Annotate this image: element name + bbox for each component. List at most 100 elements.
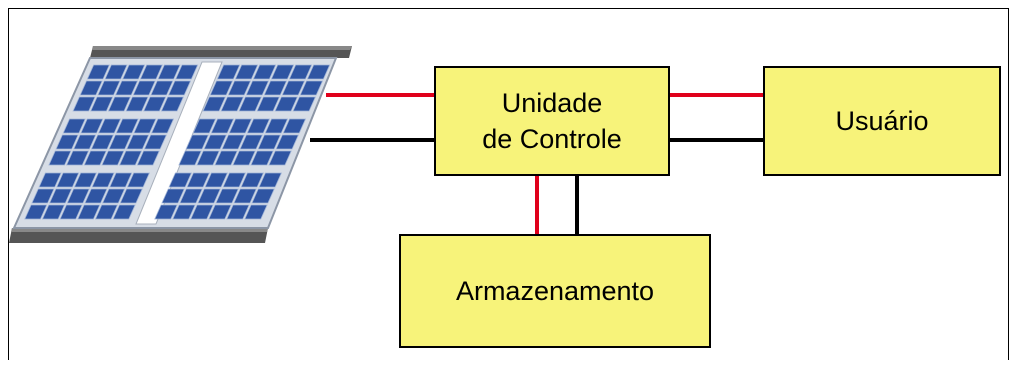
solar-cell xyxy=(258,172,282,188)
solar-cell xyxy=(66,150,90,166)
solar-cell xyxy=(220,96,244,112)
solar-cell xyxy=(94,204,119,220)
solar-cell xyxy=(244,204,268,220)
solar-cell xyxy=(115,118,139,134)
solar-cell xyxy=(154,204,178,220)
solar-cell xyxy=(178,150,202,166)
solar-cell xyxy=(270,64,295,80)
user-label: Usuário xyxy=(835,105,929,136)
solar-cell xyxy=(288,64,313,80)
storage-box: Armazenamento xyxy=(399,234,711,348)
solar-cell xyxy=(167,80,192,96)
solar-cell xyxy=(228,118,253,134)
solar-cell xyxy=(101,150,125,166)
solar-cell xyxy=(150,80,174,96)
control-unit-label-line2: de Controle xyxy=(482,124,622,154)
solar-cell xyxy=(214,150,238,166)
solar-cell xyxy=(119,150,143,166)
solar-cell xyxy=(233,188,257,204)
solar-cell xyxy=(41,204,66,220)
solar-cell xyxy=(275,134,299,150)
solar-cell xyxy=(268,150,292,166)
solar-cell xyxy=(108,134,132,150)
solar-cell xyxy=(31,188,55,204)
control-unit-box: Unidade de Controle xyxy=(434,66,670,176)
user-box: Usuário xyxy=(763,66,1001,176)
solar-cell xyxy=(112,204,136,220)
solar-cell xyxy=(175,64,199,80)
solar-cell xyxy=(239,134,263,150)
solar-cell xyxy=(126,172,150,188)
solar-cell xyxy=(109,172,133,188)
solar-cell xyxy=(190,204,214,220)
solar-cell xyxy=(210,118,235,134)
solar-cell xyxy=(55,134,79,150)
solar-cell xyxy=(186,172,210,188)
storage-label: Armazenamento xyxy=(455,275,655,306)
solar-cell xyxy=(274,96,298,112)
solar-cell xyxy=(97,80,121,96)
solar-cell xyxy=(168,172,192,188)
solar-cell xyxy=(160,96,184,112)
solar-cell xyxy=(90,134,114,150)
solar-cell xyxy=(222,172,246,188)
solar-cell xyxy=(264,118,289,134)
solar-cell xyxy=(107,96,131,112)
solar-cell xyxy=(73,172,97,188)
solar-cell xyxy=(90,96,114,112)
solar-cell xyxy=(122,64,146,80)
solar-cell xyxy=(72,96,96,112)
solar-cell xyxy=(24,204,48,220)
solar-cell xyxy=(306,64,331,80)
solar-cell xyxy=(196,150,220,166)
solar-cell xyxy=(234,64,259,80)
solar-cell xyxy=(256,96,280,112)
diagram-frame xyxy=(8,8,1009,360)
solar-cell xyxy=(179,188,203,204)
solar-cell xyxy=(66,188,90,204)
solar-cell xyxy=(49,188,73,204)
solar-cell xyxy=(133,118,157,134)
solar-cell xyxy=(245,80,270,96)
solar-cell xyxy=(185,134,209,150)
solar-cell xyxy=(226,204,250,220)
solar-cell xyxy=(263,80,288,96)
control-unit-label-line1: Unidade xyxy=(501,87,603,118)
solar-cell xyxy=(77,204,101,220)
solar-cell xyxy=(281,80,306,96)
solar-cell xyxy=(250,150,274,166)
solar-cell xyxy=(56,172,80,188)
solar-cell xyxy=(204,172,228,188)
solar-cell xyxy=(215,188,239,204)
solar-cell xyxy=(203,134,227,150)
solar-cell xyxy=(257,134,281,150)
solar-cell xyxy=(84,188,108,204)
solar-cell xyxy=(252,64,277,80)
solar-cell xyxy=(143,134,167,150)
solar-cell xyxy=(216,64,241,80)
solar-cell xyxy=(126,134,150,150)
solar-panel-icon xyxy=(9,46,352,243)
solar-cell xyxy=(86,64,110,80)
solar-cell xyxy=(240,172,264,188)
solar-cell xyxy=(202,96,226,112)
solar-cell xyxy=(292,96,316,112)
solar-cell xyxy=(161,188,185,204)
solar-cell xyxy=(125,96,149,112)
solar-cell xyxy=(251,188,275,204)
solar-cell xyxy=(221,134,245,150)
solar-cell xyxy=(139,64,163,80)
solar-cell xyxy=(48,150,72,166)
solar-cell xyxy=(246,118,271,134)
solar-cell xyxy=(208,204,232,220)
solar-cell xyxy=(157,64,181,80)
solar-cell xyxy=(150,118,175,134)
solar-cell xyxy=(299,80,324,96)
solar-cell xyxy=(62,118,86,134)
solar-cell xyxy=(232,150,256,166)
solar-cell xyxy=(172,204,196,220)
solar-cell xyxy=(282,118,307,134)
solar-cell xyxy=(197,188,221,204)
solar-cell xyxy=(136,150,160,166)
solar-cell xyxy=(38,172,62,188)
